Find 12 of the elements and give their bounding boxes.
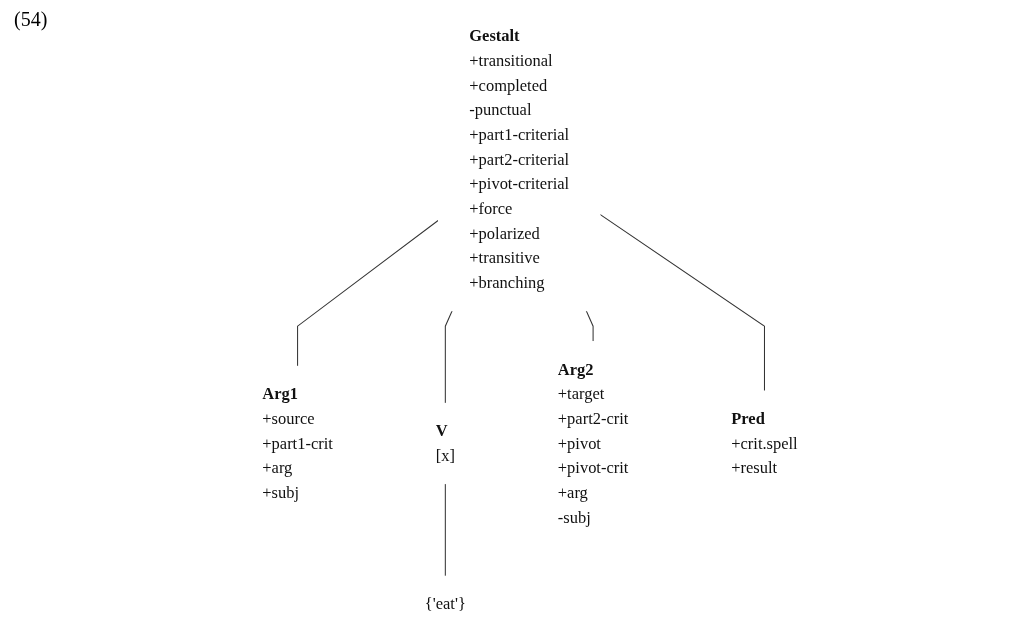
connector [599, 213, 765, 392]
example-number: (54) [14, 8, 48, 31]
connector [444, 310, 453, 404]
node-text: Gestalt +transitional +completed -punctual +part1-criterial +part2-criterial +pivot-criterial +force +polarized +transitive +branching [469, 26, 570, 292]
connector [444, 483, 446, 577]
node-text: Pred +crit.spell +result [731, 409, 798, 477]
connector [585, 310, 594, 343]
node-text: Arg1 +source +part1-crit +arg +subj [262, 384, 333, 502]
node-text: V [x] [435, 421, 455, 465]
node-text: {'eat'} [424, 594, 466, 613]
node-text: Arg2 +target +part2-crit +pivot +pivot-crit +arg -subj [557, 360, 629, 526]
connector [297, 219, 439, 367]
